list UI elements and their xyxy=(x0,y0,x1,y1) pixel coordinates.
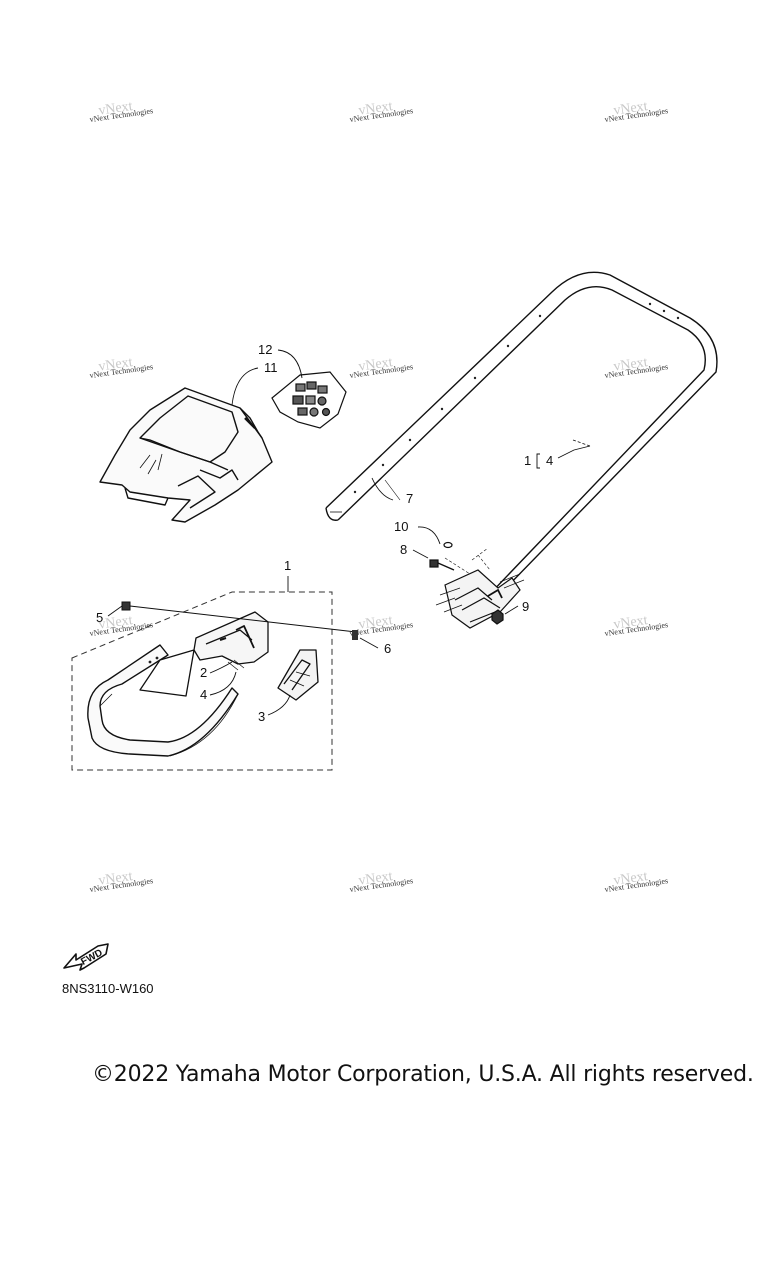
watermark: vNext vNext Technologies xyxy=(604,99,669,124)
copyright-notice: ©2022 Yamaha Motor Corporation, U.S.A. A… xyxy=(92,1062,754,1087)
seat-cover-part-11 xyxy=(99,387,273,523)
watermark: vNext vNext Technologies xyxy=(604,613,669,638)
callout-5: 5 xyxy=(96,610,103,625)
bolt-part-8 xyxy=(429,559,455,571)
svg-text:vNext: vNext xyxy=(98,99,134,119)
watermark: vNext vNext Technologies xyxy=(604,355,669,380)
handle-bar-part-7 xyxy=(325,271,718,597)
callout-9: 9 xyxy=(522,599,529,614)
svg-text:vNext: vNext xyxy=(613,355,649,375)
svg-text:vNext: vNext xyxy=(98,613,134,633)
callout-12: 12 xyxy=(258,342,272,357)
callout-4-group: 4 xyxy=(546,453,553,468)
watermark: vNext vNext Technologies xyxy=(349,869,414,894)
mount-plate-part-3 xyxy=(277,649,319,701)
washer-part-10 xyxy=(443,541,453,549)
fwd-arrow-icon: FWD xyxy=(63,943,109,971)
bar-holes xyxy=(353,302,680,494)
svg-text:vNext: vNext xyxy=(358,869,394,889)
clip-part-6 xyxy=(352,630,358,640)
callout-7: 7 xyxy=(406,491,413,506)
callout-6: 6 xyxy=(384,641,391,656)
svg-text:vNext: vNext xyxy=(98,355,134,375)
callout-11: 11 xyxy=(264,360,278,375)
watermark: vNext vNext Technologies xyxy=(604,869,669,894)
watermark: vNext vNext Technologies xyxy=(89,355,154,380)
svg-text:vNext: vNext xyxy=(358,355,394,375)
hardware-kit-part-12 xyxy=(271,371,347,429)
callout-2: 2 xyxy=(200,665,207,680)
callout-8: 8 xyxy=(400,542,407,557)
callouts: 12 11 7 10 8 9 1 4 1 5 6 2 4 3 xyxy=(96,342,553,724)
callout-1-group: 1 xyxy=(524,453,531,468)
watermark: vNext vNext Technologies xyxy=(349,355,414,380)
callout-3: 3 xyxy=(258,709,265,724)
bar-bracket-assembly xyxy=(429,541,525,629)
grab-bar-part-4 xyxy=(87,644,239,757)
grab-handle-assembly-part-1 xyxy=(71,591,358,771)
svg-text:vNext: vNext xyxy=(98,869,134,889)
svg-text:vNext: vNext xyxy=(613,99,649,119)
callout-4: 4 xyxy=(200,687,207,702)
diagram-code: 8NS3110-W160 xyxy=(62,981,154,996)
svg-text:vNext: vNext xyxy=(613,869,649,889)
svg-text:vNext: vNext xyxy=(358,99,394,119)
svg-text:vNext: vNext xyxy=(613,613,649,633)
watermarks: vNext vNext Technologies vNext vNext Tec… xyxy=(89,99,669,894)
watermark: vNext vNext Technologies xyxy=(349,99,414,124)
watermark: vNext vNext Technologies xyxy=(89,869,154,894)
bracket-part-2 xyxy=(139,611,269,697)
leader-lines xyxy=(107,349,591,716)
callout-10: 10 xyxy=(394,519,408,534)
svg-text:vNext: vNext xyxy=(358,613,394,633)
watermark: vNext vNext Technologies xyxy=(89,99,154,124)
svg-text:FWD: FWD xyxy=(79,947,104,967)
nut-part-9 xyxy=(491,609,504,625)
callout-1: 1 xyxy=(284,558,291,573)
